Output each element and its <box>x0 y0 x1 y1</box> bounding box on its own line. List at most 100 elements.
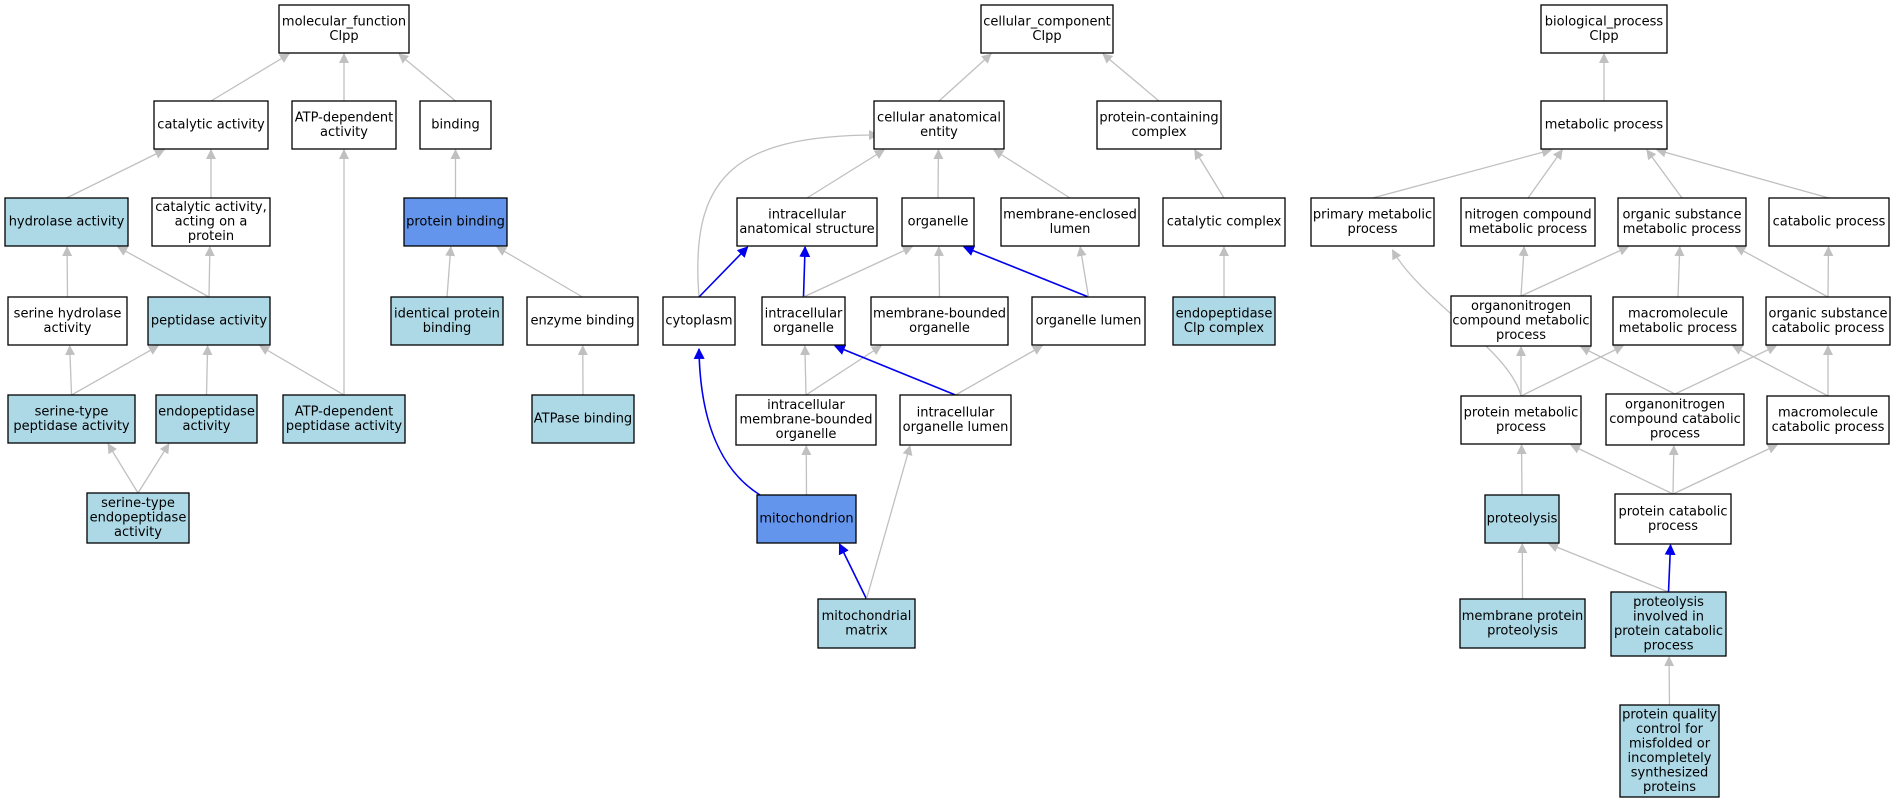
node-label: peptidase activity <box>151 314 268 329</box>
node-label: molecular_function <box>282 14 406 29</box>
node-label: mitochondrion <box>759 512 853 527</box>
node-label: primary metabolic <box>1313 207 1432 222</box>
node-label: protein-containing <box>1099 110 1218 125</box>
node-label: Clpp <box>329 29 358 44</box>
node-mitochondrion: mitochondrion <box>756 494 857 544</box>
node-label: ATP-dependent <box>295 404 393 419</box>
node-label: protein binding <box>406 215 505 230</box>
node-box <box>1619 704 1720 798</box>
edge-membrane-bounded-organelle-to-organelle <box>933 246 944 298</box>
node-organelle-lumen: organelle lumen <box>1031 296 1146 346</box>
node-label: endopeptidase <box>1176 306 1273 321</box>
node-label: control for <box>1636 722 1704 737</box>
node-label: protein <box>188 229 234 244</box>
edge-organonitrogen-compound-catabolic-process-to-organonitrogen-compound-metabolic-process <box>1580 346 1676 395</box>
node-box <box>1540 4 1668 54</box>
node-label: incompletely <box>1628 751 1712 766</box>
node-box <box>153 100 269 150</box>
node-label: cellular anatomical <box>877 110 1001 125</box>
edge-protein-containing-complex-to-cc-root <box>1102 53 1160 102</box>
node-label: binding <box>431 118 479 133</box>
node-box <box>282 394 406 444</box>
node-atpase-binding: ATPase binding <box>531 394 635 444</box>
node-box <box>147 296 271 346</box>
node-metabolic-process: metabolic process <box>1540 100 1668 150</box>
node-label: entity <box>920 125 958 140</box>
node-label: activity <box>114 525 162 540</box>
node-label: protein quality <box>1622 707 1717 722</box>
node-label: activity <box>183 419 231 434</box>
node-label: proteolysis <box>1633 595 1704 610</box>
node-label: process <box>1648 519 1698 534</box>
edge-intracellular-membrane-bounded-organelle-to-membrane-bounded-organelle <box>805 345 882 396</box>
edge-protein-catabolic-process-to-macromolecule-catabolic-process <box>1672 444 1778 495</box>
node-label: organelle <box>776 427 837 442</box>
node-box <box>7 394 136 444</box>
node-label: organonitrogen <box>1625 398 1725 413</box>
node-label: metabolic process <box>1623 222 1742 237</box>
edge-identical-protein-binding-to-protein-binding <box>445 246 456 298</box>
edge-membrane-enclosed-lumen-to-cellular-anatomical-entity <box>993 149 1071 199</box>
node-box <box>1096 100 1222 150</box>
edge-mitochondrial-matrix-to-intracellular-organelle-lumen <box>865 445 913 600</box>
node-box <box>1459 598 1586 649</box>
edge-organic-substance-catabolic-process-to-organic-substance-metabolic-process <box>1735 246 1829 298</box>
edge-organonitrogen-compound-metabolic-process-to-organic-substance-metabolic-process <box>1520 246 1629 297</box>
node-label: ATP-dependent <box>295 110 393 125</box>
edge-cytoplasm-to-intracellular-anatomical-structure <box>698 246 749 298</box>
node-box <box>403 197 508 247</box>
node-label: cytoplasm <box>665 314 732 329</box>
node-box <box>1605 393 1745 446</box>
node-enzyme-binding: enzyme binding <box>526 296 639 346</box>
node-label: endopeptidase <box>158 404 255 419</box>
node-box <box>531 394 635 444</box>
node-label: Clp complex <box>1184 321 1264 336</box>
node-label: metabolic process <box>1469 222 1588 237</box>
edge-endopeptidase-activity-to-peptidase-activity <box>202 345 213 396</box>
node-label: protein catabolic <box>1614 624 1723 639</box>
edge-proteolysis-protein-catabolic-to-proteolysis <box>1548 542 1669 593</box>
node-label: cellular_component <box>983 14 1111 29</box>
node-label: synthesized <box>1631 765 1709 780</box>
node-box <box>7 296 128 346</box>
node-label: organelle lumen <box>903 420 1009 435</box>
node-box <box>1766 395 1890 445</box>
node-label: matrix <box>845 623 888 638</box>
node-box <box>870 296 1009 346</box>
edge-hydrolase-activity-to-catalytic-activity <box>66 149 165 199</box>
node-box <box>735 394 877 446</box>
node-label: complex <box>1131 125 1186 140</box>
node-box <box>1172 296 1276 346</box>
node-label: process <box>1496 420 1546 435</box>
node-box <box>1450 295 1592 347</box>
node-label: membrane-enclosed <box>1003 207 1137 222</box>
node-label: peptidase activity <box>286 419 403 434</box>
node-label: catalytic complex <box>1167 215 1282 230</box>
node-box <box>1460 197 1596 247</box>
edge-protein-catabolic-process-to-organonitrogen-compound-catabolic-process <box>1668 445 1679 495</box>
node-label: proteolysis <box>1487 623 1558 638</box>
node-label: activity <box>44 321 92 336</box>
node-label: intracellular <box>917 405 995 420</box>
node-label: protein catabolic <box>1618 504 1727 519</box>
node-label: peptidase activity <box>13 419 130 434</box>
node-label: enzyme binding <box>530 314 634 329</box>
node-label: intracellular <box>767 398 845 413</box>
node-label: activity <box>320 125 368 140</box>
node-label: hydrolase activity <box>9 215 125 230</box>
edge-atp-dependent-peptidase-to-peptidase-activity <box>259 345 345 396</box>
node-box <box>873 100 1005 150</box>
edge-mitochondrial-matrix-to-mitochondrion <box>838 543 868 600</box>
